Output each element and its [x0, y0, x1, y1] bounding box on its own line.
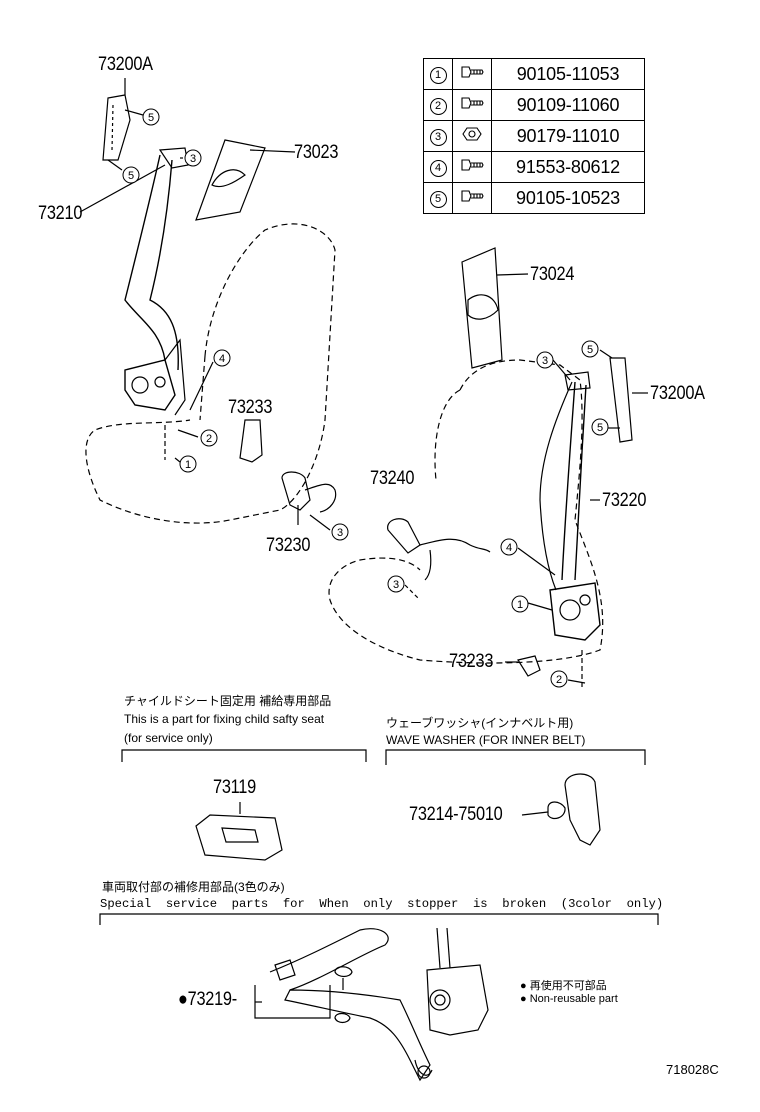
- label-73214-75010: 73214-75010: [409, 804, 503, 825]
- index-circle: 4: [429, 159, 447, 177]
- label-73024: 73024: [530, 264, 575, 285]
- index-circle: 3: [429, 128, 447, 146]
- index-circle: 5: [429, 190, 447, 208]
- parts-table-row: 1 90105-11053: [423, 58, 645, 90]
- special-parts-note-jp: 車両取付部の補修用部品(3色のみ): [102, 880, 285, 894]
- index-circle: 1: [429, 66, 447, 84]
- callout-5: 5: [591, 418, 609, 436]
- parts-table-part-number: 91553-80612: [491, 151, 645, 183]
- bolt-icon: [452, 58, 492, 90]
- callout-2: 2: [550, 670, 568, 688]
- svg-text:3: 3: [190, 153, 196, 165]
- label-73233-left: 73233: [228, 397, 273, 418]
- right-height-adjuster: [609, 357, 633, 443]
- callout-5: 5: [581, 340, 599, 358]
- callout-5: 5: [122, 166, 140, 184]
- label-73240: 73240: [370, 468, 415, 489]
- callout-1: 1: [179, 455, 197, 473]
- svg-text:4: 4: [219, 353, 225, 365]
- pillar-garnish-73023: [195, 139, 266, 221]
- diagram-code: 718028C: [666, 1062, 719, 1077]
- child-seat-note-jp: チャイルドシート固定用 補給専用部品: [124, 694, 332, 708]
- parts-table-part-number: 90179-11010: [491, 120, 645, 152]
- parts-table-part-number: 90105-10523: [491, 182, 645, 214]
- callout-4: 4: [213, 349, 231, 367]
- parts-table-index: 1: [423, 58, 453, 90]
- left-seat-outline: [85, 223, 336, 524]
- svg-text:5: 5: [597, 422, 603, 434]
- svg-text:5: 5: [148, 112, 154, 124]
- right-buckle-73240: [387, 518, 421, 554]
- legend-non-reusable-jp: ● 再使用不可部品: [520, 980, 607, 992]
- svg-text:1: 1: [185, 459, 191, 471]
- svg-text:2: 2: [556, 674, 562, 686]
- bolt-icon: [452, 89, 492, 121]
- svg-text:3: 3: [393, 579, 399, 591]
- special-parts-note-en: Special service parts for When only stop…: [100, 897, 664, 911]
- parts-table-row: 5 90105-10523: [423, 182, 645, 214]
- pillar-garnish-73024: [461, 247, 503, 369]
- left-buckle-73230: [281, 471, 311, 511]
- child-seat-note-en-1: This is a part for fixing child safty se…: [124, 712, 325, 726]
- parts-table-index: 2: [423, 89, 453, 121]
- svg-text:4: 4: [506, 542, 512, 554]
- right-belt-webbing: [561, 381, 576, 581]
- parts-table-part-number: 90109-11060: [491, 89, 645, 121]
- wave-washer-73214: [547, 801, 566, 820]
- label-73210: 73210: [38, 203, 83, 224]
- label-73233-right: 73233: [449, 651, 494, 672]
- svg-text:3: 3: [337, 527, 343, 539]
- left-belt-webbing: [124, 154, 166, 361]
- parts-table-index: 4: [423, 151, 453, 183]
- parts-table-row: 3 90179-11010: [423, 120, 645, 152]
- index-circle: 2: [429, 97, 447, 115]
- label-73220: 73220: [602, 490, 647, 511]
- callout-3: 3: [184, 149, 202, 167]
- callout-5: 5: [142, 108, 160, 126]
- callout-1: 1: [511, 595, 529, 613]
- right-retractor: [549, 582, 601, 641]
- svg-text:3: 3: [542, 355, 548, 367]
- callout-3: 3: [331, 523, 349, 541]
- fastener-parts-table: 1 90105-11053 2 90109-11060 3 90179-11010 4 915…: [423, 58, 645, 214]
- label-73200A-right: 73200A: [650, 383, 705, 404]
- label-73200A-top: 73200A: [98, 54, 153, 75]
- bolt-icon: [452, 182, 492, 214]
- nut-icon: [452, 120, 492, 152]
- parts-table-index: 5: [423, 182, 453, 214]
- left-height-adjuster: [102, 94, 131, 161]
- callout-4: 4: [500, 538, 518, 556]
- svg-text:5: 5: [587, 344, 593, 356]
- callout-2: 2: [200, 429, 218, 447]
- label-73119: 73119: [213, 777, 256, 798]
- label-73023: 73023: [294, 142, 339, 163]
- child-seat-plate-73119: [195, 814, 283, 861]
- bolt-icon: [452, 151, 492, 183]
- label-73219: ●73219-: [178, 989, 237, 1010]
- callout-3: 3: [536, 351, 554, 369]
- parts-table-index: 3: [423, 120, 453, 152]
- parts-table-row: 2 90109-11060: [423, 89, 645, 121]
- parts-table-part-number: 90105-11053: [491, 58, 645, 90]
- washer-note-jp: ウェーブワッシャ(インナベルト用): [386, 716, 574, 730]
- svg-text:1: 1: [517, 599, 523, 611]
- callout-3: 3: [387, 575, 405, 593]
- washer-note-en: WAVE WASHER (FOR INNER BELT): [386, 733, 586, 747]
- svg-text:5: 5: [128, 170, 134, 182]
- svg-text:2: 2: [206, 433, 212, 445]
- legend-non-reusable-en: ● Non-reusable part: [520, 993, 618, 1005]
- label-73230: 73230: [266, 535, 311, 556]
- child-seat-note-en-2: (for service only): [124, 731, 213, 745]
- parts-table-row: 4 91553-80612: [423, 151, 645, 183]
